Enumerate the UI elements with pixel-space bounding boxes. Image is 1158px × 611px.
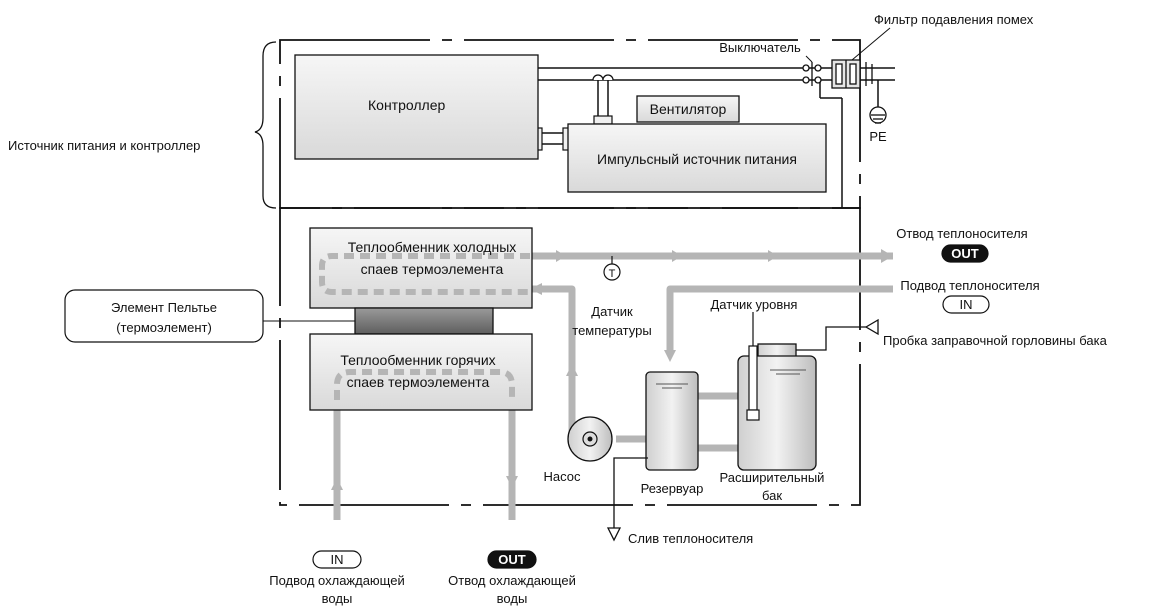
peltier-callout bbox=[64, 289, 264, 343]
plug-icon bbox=[865, 62, 873, 86]
cooling-section-frame bbox=[279, 207, 861, 506]
switch-leader bbox=[805, 55, 813, 63]
temp-sensor-icon bbox=[603, 263, 621, 281]
drain-line bbox=[606, 457, 648, 542]
fan-box bbox=[636, 95, 740, 123]
noise-filter-icon bbox=[831, 59, 861, 89]
coolant-in-badge-text: IN bbox=[960, 297, 973, 312]
psu-connector bbox=[593, 115, 613, 125]
water-out-label-2: воды bbox=[497, 591, 528, 606]
switch-label: Выключатель bbox=[719, 40, 801, 55]
temp-sensor-label-2: температуры bbox=[572, 323, 651, 338]
coolant-out-label: Отвод теплоносителя bbox=[896, 226, 1027, 241]
coolant-out-badge-text: OUT bbox=[951, 246, 979, 261]
expansion-tank-label-2: бак bbox=[762, 488, 782, 503]
water-in-badge bbox=[312, 550, 362, 569]
cold-loop-path bbox=[319, 253, 530, 295]
pe-label: PE bbox=[869, 129, 887, 144]
power-wiring bbox=[536, 67, 895, 208]
peltier-label-2: (термоэлемент) bbox=[116, 320, 212, 335]
psu-box bbox=[567, 123, 827, 193]
switch-icon bbox=[802, 62, 822, 86]
hot-loop-path bbox=[334, 369, 515, 400]
drain-label: Слив теплоносителя bbox=[628, 531, 753, 546]
filter-label: Фильтр подавления помех bbox=[874, 12, 1034, 27]
power-section-label: Источник питания и контроллер bbox=[8, 138, 200, 153]
filler-cap-line bbox=[796, 318, 879, 351]
reservoir-label: Резервуар bbox=[641, 481, 704, 496]
pipe-arrows bbox=[331, 249, 893, 490]
filter-leader bbox=[851, 27, 891, 61]
section-brace bbox=[254, 41, 277, 209]
psu-label: Импульсный источник питания bbox=[597, 151, 797, 167]
water-in-badge-text: IN bbox=[331, 552, 344, 567]
pump-label: Насос bbox=[544, 469, 581, 484]
hot-hx-label-1: Теплообменник горячих bbox=[340, 352, 495, 368]
coolant-out-badge bbox=[941, 244, 989, 263]
coolant-pipes bbox=[333, 252, 893, 520]
cold-hx-label-2: спаев термоэлемента bbox=[361, 261, 504, 277]
expansion-tank-label-1: Расширительный bbox=[720, 470, 825, 485]
water-in-label-1: Подвод охлаждающей bbox=[269, 573, 404, 588]
temp-sensor-label-1: Датчик bbox=[591, 304, 633, 319]
coolant-in-label: Подвод теплоносителя bbox=[900, 278, 1039, 293]
water-out-badge-text: OUT bbox=[498, 552, 526, 567]
coolant-in-badge bbox=[942, 295, 990, 314]
wire-jumper-1 bbox=[592, 74, 604, 81]
cold-hx-label-1: Теплообменник холодных bbox=[348, 239, 517, 255]
level-sensor-icon bbox=[746, 312, 760, 421]
controller-box bbox=[294, 54, 539, 160]
wire-jumper-2 bbox=[602, 74, 614, 81]
water-out-label-1: Отвод охлаждающей bbox=[448, 573, 576, 588]
water-out-badge bbox=[487, 550, 537, 569]
peltier-element bbox=[354, 307, 494, 335]
temp-sensor-symbol: T bbox=[609, 268, 616, 280]
hot-hx-label-2: спаев термоэлемента bbox=[347, 374, 490, 390]
controller-label: Контроллер bbox=[368, 97, 445, 113]
reservoir-tank bbox=[645, 371, 699, 471]
pump-icon bbox=[567, 416, 613, 462]
water-in-label-2: воды bbox=[322, 591, 353, 606]
fan-label: Вентилятор bbox=[650, 101, 727, 117]
filler-cap-label: Пробка заправочной горловины бака bbox=[883, 333, 1108, 348]
level-sensor-label: Датчик уровня bbox=[711, 297, 798, 312]
peltier-label-1: Элемент Пельтье bbox=[111, 300, 217, 315]
ground-pe-icon bbox=[869, 106, 887, 124]
